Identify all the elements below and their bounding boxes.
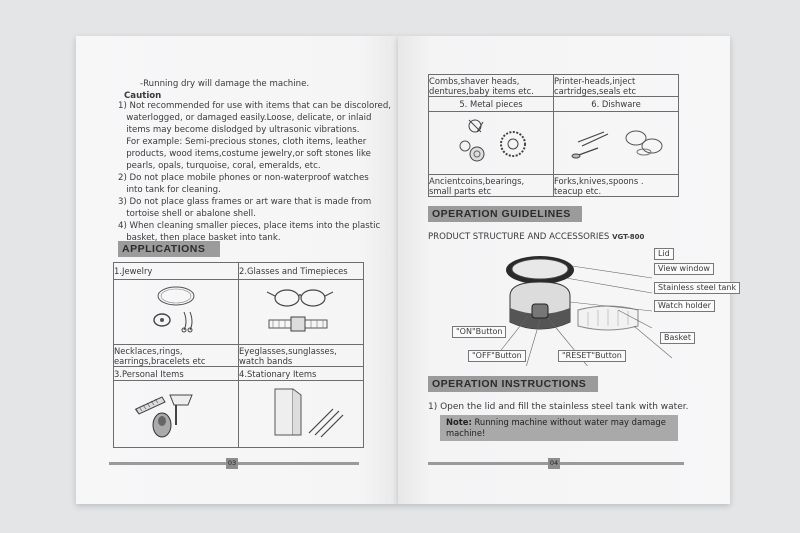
caution-line: basket, then place basket into tank. [118, 233, 281, 243]
dishware-description: Forks,knives,spoons . teacup etc. [553, 174, 679, 197]
note-label: Note: [446, 417, 472, 427]
stationary-description: Printer-heads,inject cartridges,seals et… [553, 74, 679, 97]
caution-line: waterlogged, or damaged easily.Loose, de… [118, 113, 372, 123]
open-booklet: -Running dry will damage the machine. Ca… [76, 36, 741, 504]
caution-line: tortoise shell or abalone shell. [118, 209, 256, 219]
glasses-desc-line: Eyeglasses,sunglasses, [239, 345, 337, 356]
applications-heading: APPLICATIONS [118, 241, 220, 257]
app-cell-metal: 5. Metal pieces [428, 96, 554, 112]
jewelry-desc-line: Necklaces,rings, [114, 345, 183, 356]
metal-illustration-cell [428, 111, 554, 175]
caution-line: 3) Do not place glass frames or art ware… [118, 197, 372, 207]
stationary-illustration-cell [238, 380, 364, 448]
callout-view-window: View window [654, 263, 714, 275]
personal-illustration-cell [113, 380, 239, 448]
operation-instructions-heading: OPERATION INSTRUCTIONS [428, 376, 598, 392]
app-cell-jewelry: 1.Jewelry [113, 262, 239, 280]
caution-line: products, wood items,costume jewelry,or … [118, 149, 371, 159]
glasses-desc-line: watch bands [239, 355, 293, 366]
app-cell-glasses: 2.Glasses and Timepieces [238, 262, 364, 280]
dishware-desc-line: Forks,knives,spoons . [554, 175, 644, 186]
glasses-watch-icon [266, 289, 334, 332]
caution-line: 4) When cleaning smaller pieces, place i… [118, 221, 381, 231]
page-number-right: 04 [548, 458, 560, 469]
comb-shaver-icon [134, 394, 193, 438]
caution-line: items may become dislodged by ultrasonic… [118, 125, 360, 135]
caution-line: 1) Not recommended for use with items th… [118, 101, 392, 111]
left-page: -Running dry will damage the machine. Ca… [76, 36, 398, 504]
metal-desc-line: Ancientcoins,bearings, [429, 175, 525, 186]
caution-line: For example: Semi-precious stones, cloth… [118, 137, 367, 147]
personal-description: Combs,shaver heads, dentures,baby items … [428, 74, 554, 97]
callout-reset-button: "RESET"Button [558, 350, 626, 362]
callout-lid: Lid [654, 248, 674, 260]
personal-desc-line: Combs,shaver heads, [429, 75, 520, 86]
dishware-illustration-cell [553, 111, 679, 175]
coins-gear-icon [459, 119, 526, 162]
app-cell-personal: 3.Personal Items [113, 366, 239, 381]
cutlery-teacup-icon [571, 130, 663, 159]
page-number-left: 03 [226, 458, 238, 469]
model-number: VGT-800 [612, 233, 645, 241]
app-cell-stationary: 4.Stationary Items [238, 366, 364, 381]
glasses-illustration-cell [238, 279, 364, 345]
callout-on-button: "ON"Button [452, 326, 507, 338]
glasses-description: Eyeglasses,sunglasses, watch bands [238, 344, 364, 367]
note-text: Running machine without water may damage [471, 417, 666, 427]
metal-desc-line: small parts etc [429, 185, 492, 196]
caution-line: pearls, opals, turquoise, coral, emerald… [118, 161, 321, 171]
caution-line: 2) Do not place mobile phones or non-wat… [118, 173, 369, 183]
stationary-desc-line: Printer-heads,inject [554, 75, 636, 86]
note-text-cont: machine! [446, 428, 486, 438]
instruction-step-1: 1) Open the lid and fill the stainless s… [428, 402, 689, 412]
caution-list: 1) Not recommended for use with items th… [118, 100, 391, 244]
applications-table-left: 1.Jewelry 2.Glasses and Timepieces [113, 262, 364, 448]
jewelry-icon [153, 286, 195, 333]
caution-title: Caution [124, 91, 162, 101]
caution-line: into tank for cleaning. [118, 185, 221, 195]
stationary-desc-line: cartridges,seals etc [554, 85, 637, 96]
callout-basket: Basket [660, 332, 695, 344]
callout-stainless-tank: Stainless steel tank [654, 282, 741, 294]
callout-off-button: "OFF"Button [468, 350, 526, 362]
note-box: Note: Running machine without water may … [440, 415, 678, 441]
jewelry-desc-line: earrings,bracelets etc [114, 355, 206, 366]
product-structure-label: PRODUCT STRUCTURE AND ACCESSORIES [428, 232, 610, 242]
personal-desc-line: dentures,baby items etc. [429, 85, 534, 96]
app-cell-dishware: 6. Dishware [553, 96, 679, 112]
operation-guidelines-heading: OPERATION GUIDELINES [428, 206, 582, 222]
cartridge-pens-icon [274, 388, 344, 438]
callout-watch-holder: Watch holder [654, 300, 715, 312]
intro-line: -Running dry will damage the machine. [140, 79, 310, 89]
jewelry-illustration-cell [113, 279, 239, 345]
dishware-desc-line: teacup etc. [554, 185, 602, 196]
jewelry-description: Necklaces,rings, earrings,bracelets etc [113, 344, 239, 367]
right-page: Combs,shaver heads, dentures,baby items … [398, 36, 741, 504]
product-structure-title: PRODUCT STRUCTURE AND ACCESSORIES VGT-80… [428, 232, 644, 242]
metal-description: Ancientcoins,bearings, small parts etc [428, 174, 554, 197]
applications-table-right: Combs,shaver heads, dentures,baby items … [428, 74, 679, 197]
ultrasonic-cleaner-diagram [497, 256, 673, 366]
